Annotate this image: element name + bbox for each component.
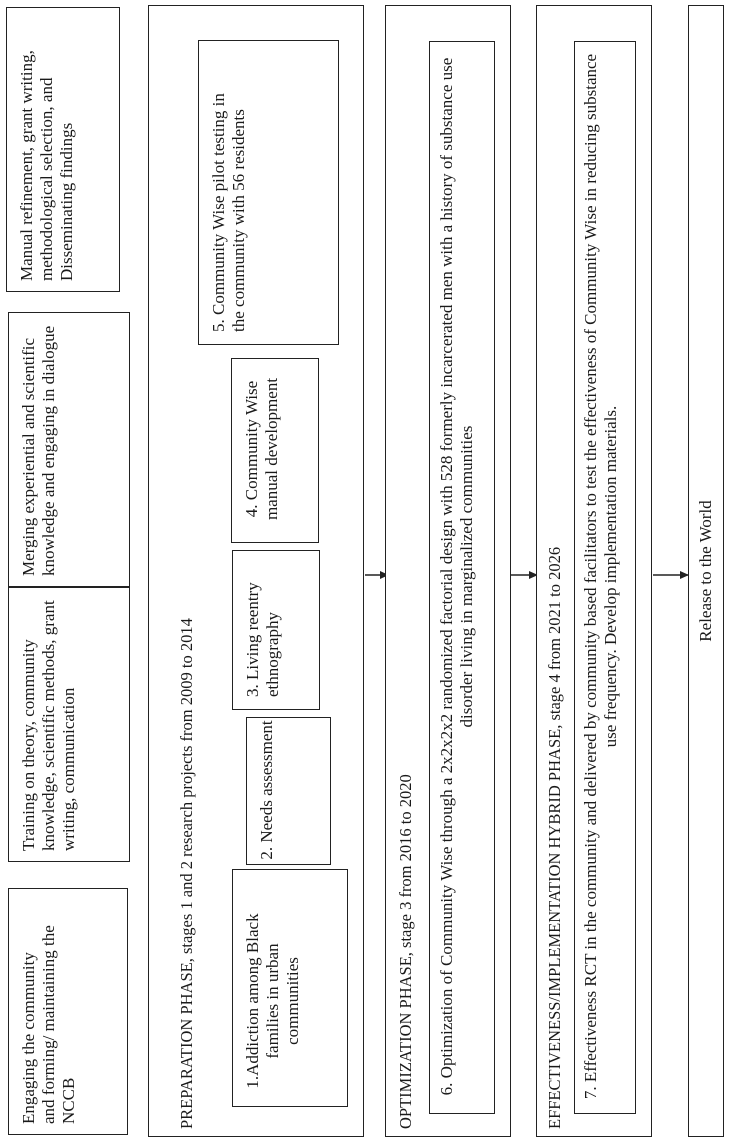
release-panel: Release to the World	[688, 5, 724, 1137]
top-box-manual: Manual refinement, grant writing, method…	[6, 7, 120, 292]
prep-step-4-text: 4. Community Wise manual development	[242, 377, 281, 521]
effectiveness-step-7-text: 7. Effectiveness RCT in the community an…	[581, 53, 620, 1100]
top-box-merging-text: Merging experiential and scientific know…	[19, 325, 58, 576]
prep-step-1: 1.Addiction among Black families in urba…	[232, 869, 348, 1107]
effectiveness-step-7: 7. Effectiveness RCT in the community an…	[574, 41, 636, 1114]
prep-step-5: 5. Community Wise pilot testing in the c…	[198, 40, 339, 345]
prep-step-2: 2. Needs assessment	[246, 717, 331, 865]
top-box-training-text: Training on theory, community knowledge,…	[19, 600, 78, 851]
prep-step-3-text: 3. Living reentry ethnography	[243, 582, 282, 697]
prep-step-3: 3. Living reentry ethnography	[232, 550, 320, 710]
top-box-merging: Merging experiential and scientific know…	[8, 312, 130, 587]
optimization-step-6: 6. Optimization of Community Wise throug…	[429, 41, 495, 1114]
optimization-phase-title: OPTIMIZATION PHASE, stage 3 from 2016 to…	[396, 774, 415, 1129]
prep-step-1-text: 1.Addiction among Black families in urba…	[243, 913, 302, 1089]
top-box-engaging: Engaging the community and forming/ main…	[8, 888, 128, 1135]
release-label: Release to the World	[696, 500, 715, 642]
optimization-step-6-text: 6. Optimization of Community Wise throug…	[437, 57, 476, 1096]
prep-step-2-text: 2. Needs assessment	[257, 720, 276, 860]
top-box-engaging-text: Engaging the community and forming/ main…	[19, 925, 78, 1124]
preparation-phase-title: PREPARATION PHASE, stages 1 and 2 resear…	[177, 618, 196, 1129]
prep-step-5-text: 5. Community Wise pilot testing in the c…	[209, 93, 248, 332]
top-box-training: Training on theory, community knowledge,…	[8, 587, 130, 862]
prep-step-4: 4. Community Wise manual development	[231, 358, 319, 543]
effectiveness-phase-title: EFFECTIVENESS/IMPLEMENTATION HYBRID PHAS…	[545, 546, 564, 1129]
top-box-manual-text: Manual refinement, grant writing, method…	[17, 50, 76, 281]
